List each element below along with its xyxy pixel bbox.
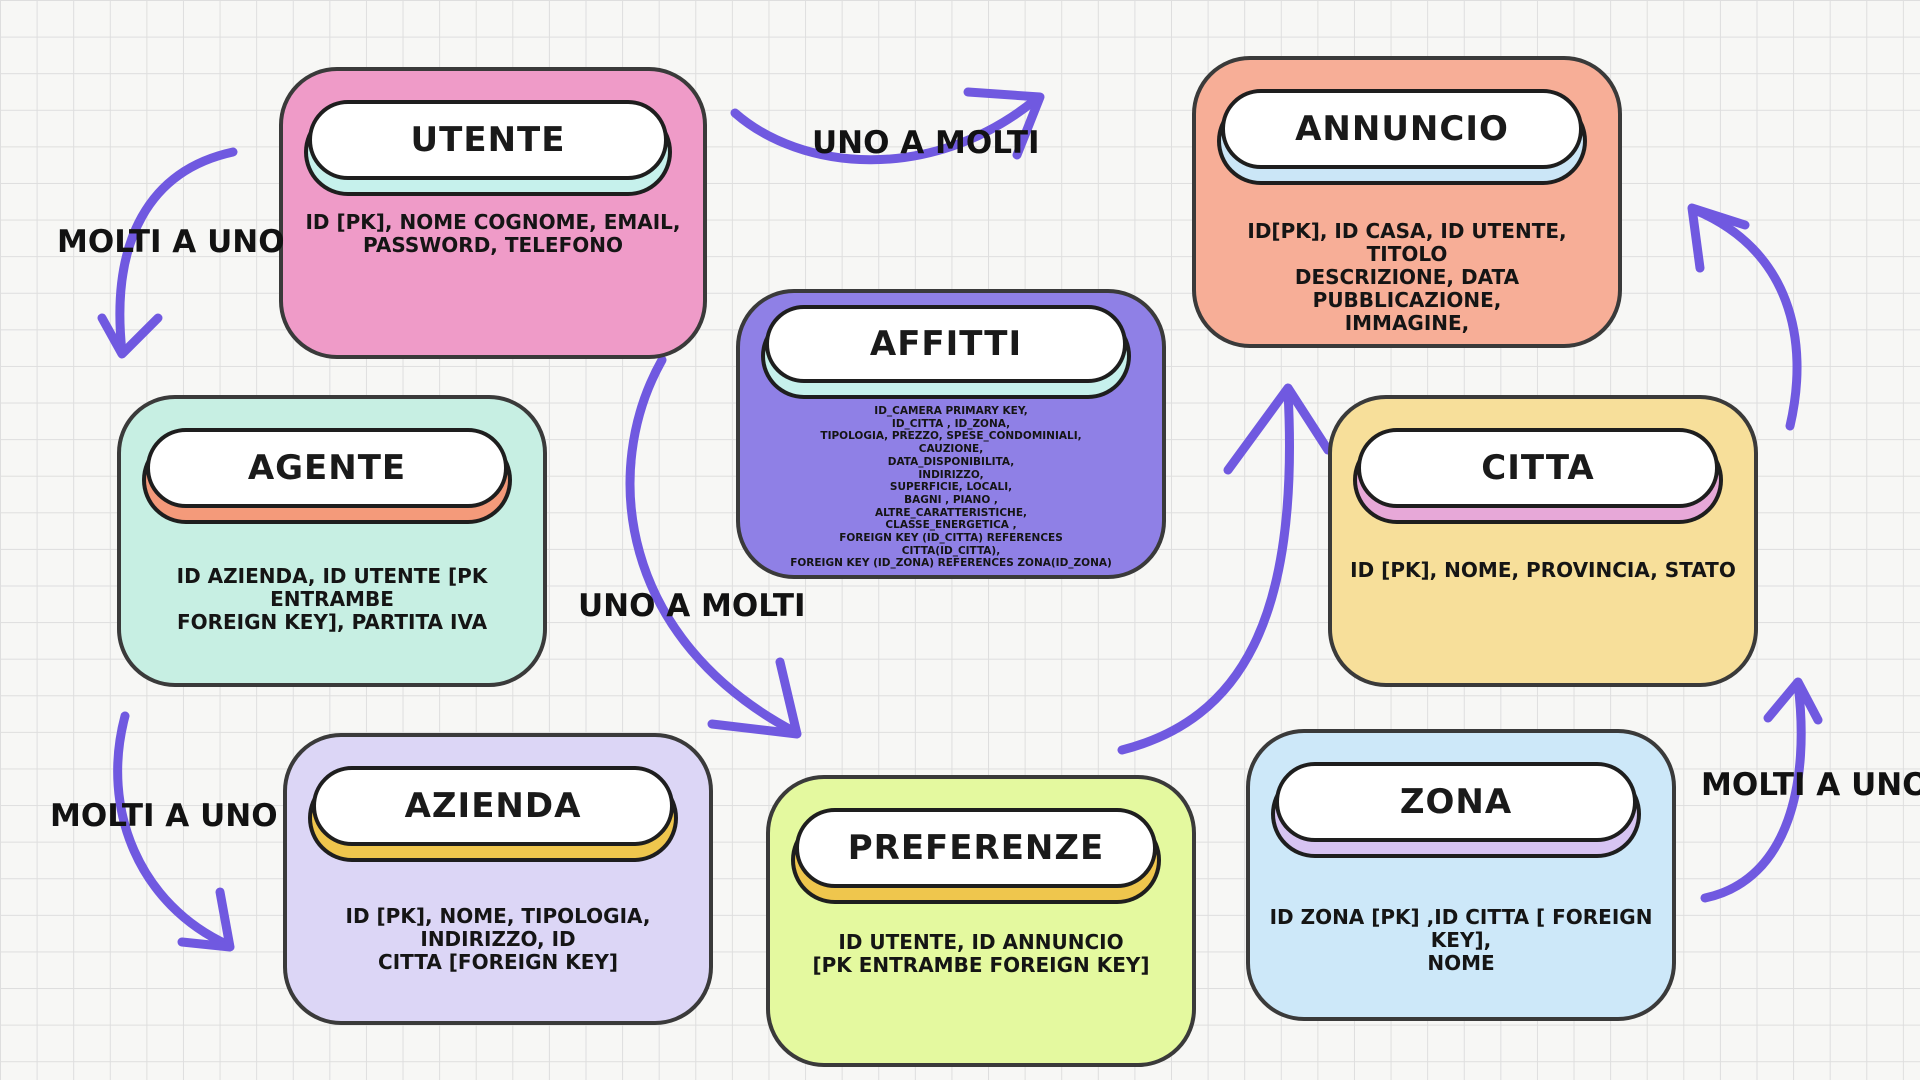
arrowhead-citta-annuncio [1687, 203, 1750, 273]
attribute-line: CAUZIONE, [918, 443, 984, 456]
attribute-line: IMMAGINE, [1344, 311, 1470, 335]
entity-zona-attributes: ID ZONA [PK] ,ID CITTA [ FOREIGN KEY], N… [1254, 906, 1668, 975]
entity-annuncio-header: ANNUNCIO [1221, 89, 1583, 169]
entity-azienda-header: AZIENDA [312, 766, 674, 846]
entity-preferenze-header: PREFERENZE [795, 808, 1157, 888]
arrowhead-utente-agente [97, 313, 163, 359]
attribute-line: CITTA(ID_CITTA), [901, 544, 1001, 557]
entity-azienda-attributes: ID [PK], NOME, TIPOLOGIA, INDIRIZZO, ID … [297, 905, 699, 974]
entity-citta-title: CITTA [1481, 448, 1595, 488]
entity-agente-title: AGENTE [247, 448, 407, 488]
attribute-line: [PK ENTRAMBE FOREIGN KEY] [812, 953, 1150, 977]
entity-azienda: AZIENDA ID [PK], NOME, TIPOLOGIA, INDIRI… [283, 733, 713, 1025]
label-utente-annuncio: UNO A MOLTI [812, 125, 1040, 161]
entity-utente-attributes: ID [PK], NOME COGNOME, EMAIL, PASSWORD, … [293, 211, 693, 257]
attribute-line: ID AZIENDA, ID UTENTE [PK ENTRAMBE [176, 564, 488, 611]
arrow-citta-annuncio [1690, 205, 1802, 431]
attribute-line: ID UTENTE, ID ANNUNCIO [838, 930, 1124, 954]
entity-affitti-header: AFFITTI [765, 305, 1127, 383]
label-zona-citta: MOLTI A UNO [1701, 767, 1920, 803]
entity-affitti: AFFITTI ID_CAMERA PRIMARY KEY, ID_CITTA … [736, 289, 1166, 579]
attribute-line: ID_CAMERA PRIMARY KEY, [874, 405, 1028, 417]
label-utente-agente: MOLTI A UNO [57, 224, 285, 260]
entity-preferenze-attributes: ID UTENTE, ID ANNUNCIO [PK ENTRAMBE FORE… [780, 931, 1182, 977]
arrow-agente-azienda [113, 711, 233, 950]
entity-citta-header: CITTA [1357, 428, 1719, 508]
arrowhead-agente-azienda [177, 887, 235, 952]
entity-annuncio: ANNUNCIO ID[PK], ID CASA, ID UTENTE, TIT… [1192, 56, 1622, 348]
arrow-preferenze-annuncio [1117, 387, 1294, 755]
attribute-line: INDIRIZZO, [918, 468, 984, 481]
attribute-line: ID [PK], NOME COGNOME, EMAIL, [305, 210, 681, 234]
attribute-line: TIPOLOGIA, PREZZO, SPESE_CONDOMINIALI, [820, 430, 1082, 443]
attribute-line: ID [PK], NOME, TIPOLOGIA, INDIRIZZO, ID [345, 904, 651, 951]
attribute-line: FOREIGN KEY], PARTITA IVA [176, 610, 488, 634]
arrow-utente-preferenze [625, 355, 800, 737]
entity-affitti-attributes: ID_CAMERA PRIMARY KEY, ID_CITTA , ID_ZON… [744, 405, 1158, 570]
attribute-line: DATA_DISPONIBILITA, [887, 455, 1015, 468]
attribute-line: FOREIGN KEY (ID_CITTA) REFERENCES [839, 532, 1063, 545]
entity-utente-header: UTENTE [308, 100, 668, 180]
entity-azienda-title: AZIENDA [404, 786, 582, 826]
attribute-line: NOME [1427, 951, 1495, 975]
arrowhead-utente-preferenze [707, 657, 802, 739]
arrowhead-utente-annuncio [963, 87, 1045, 160]
arrow-utente-annuncio [730, 95, 1040, 165]
attribute-line: DESCRIZIONE, DATA PUBBLICAZIONE, [1294, 265, 1520, 312]
attribute-line: ID[PK], ID CASA, ID UTENTE, TITOLO [1247, 219, 1567, 266]
attribute-line: SUPERFICIE, LOCALI, [889, 481, 1013, 494]
label-utente-preferenze: UNO A MOLTI [578, 588, 806, 624]
arrow-utente-agente [115, 147, 238, 357]
entity-affitti-title: AFFITTI [869, 324, 1023, 364]
attribute-line: CITTA [FOREIGN KEY] [378, 950, 618, 974]
entity-zona: ZONA ID ZONA [PK] ,ID CITTA [ FOREIGN KE… [1246, 729, 1676, 1021]
entity-annuncio-title: ANNUNCIO [1295, 109, 1509, 149]
attribute-line: ID [PK], NOME, PROVINCIA, STATO [1350, 558, 1736, 582]
attribute-line: PASSWORD, TELEFONO [363, 233, 623, 257]
entity-zona-title: ZONA [1399, 782, 1513, 822]
entity-citta: CITTA ID [PK], NOME, PROVINCIA, STATO [1328, 395, 1758, 687]
attribute-line: BAGNI , PIANO , [904, 493, 998, 506]
entity-utente-title: UTENTE [410, 120, 566, 160]
attribute-line: CLASSE_ENERGETICA , [885, 519, 1017, 532]
arrowhead-zona-citta [1763, 677, 1823, 725]
entity-preferenze: PREFERENZE ID UTENTE, ID ANNUNCIO [PK EN… [766, 775, 1196, 1067]
entity-agente-header: AGENTE [146, 428, 508, 508]
attribute-line: ALTRE_CARATTERISTICHE, [875, 506, 1027, 519]
entity-agente: AGENTE ID AZIENDA, ID UTENTE [PK ENTRAMB… [117, 395, 547, 687]
entity-agente-attributes: ID AZIENDA, ID UTENTE [PK ENTRAMBE FOREI… [125, 565, 539, 634]
entity-zona-header: ZONA [1275, 762, 1637, 842]
attribute-line: ID ZONA [PK] ,ID CITTA [ FOREIGN KEY], [1269, 905, 1653, 952]
label-agente-azienda: MOLTI A UNO [50, 798, 278, 834]
entity-citta-attributes: ID [PK], NOME, PROVINCIA, STATO [1342, 559, 1744, 582]
entity-annuncio-attributes: ID[PK], ID CASA, ID UTENTE, TITOLO DESCR… [1206, 220, 1608, 335]
arrow-zona-citta [1700, 679, 1806, 903]
entity-utente: UTENTE ID [PK], NOME COGNOME, EMAIL, PAS… [279, 67, 707, 359]
arrowhead-preferenze-annuncio [1223, 383, 1333, 475]
attribute-line: ID_CITTA , ID_ZONA, [891, 417, 1011, 430]
entity-preferenze-title: PREFERENZE [847, 828, 1105, 868]
attribute-line: FOREIGN KEY (ID_ZONA) REFERENCES ZONA(ID… [790, 557, 1112, 570]
